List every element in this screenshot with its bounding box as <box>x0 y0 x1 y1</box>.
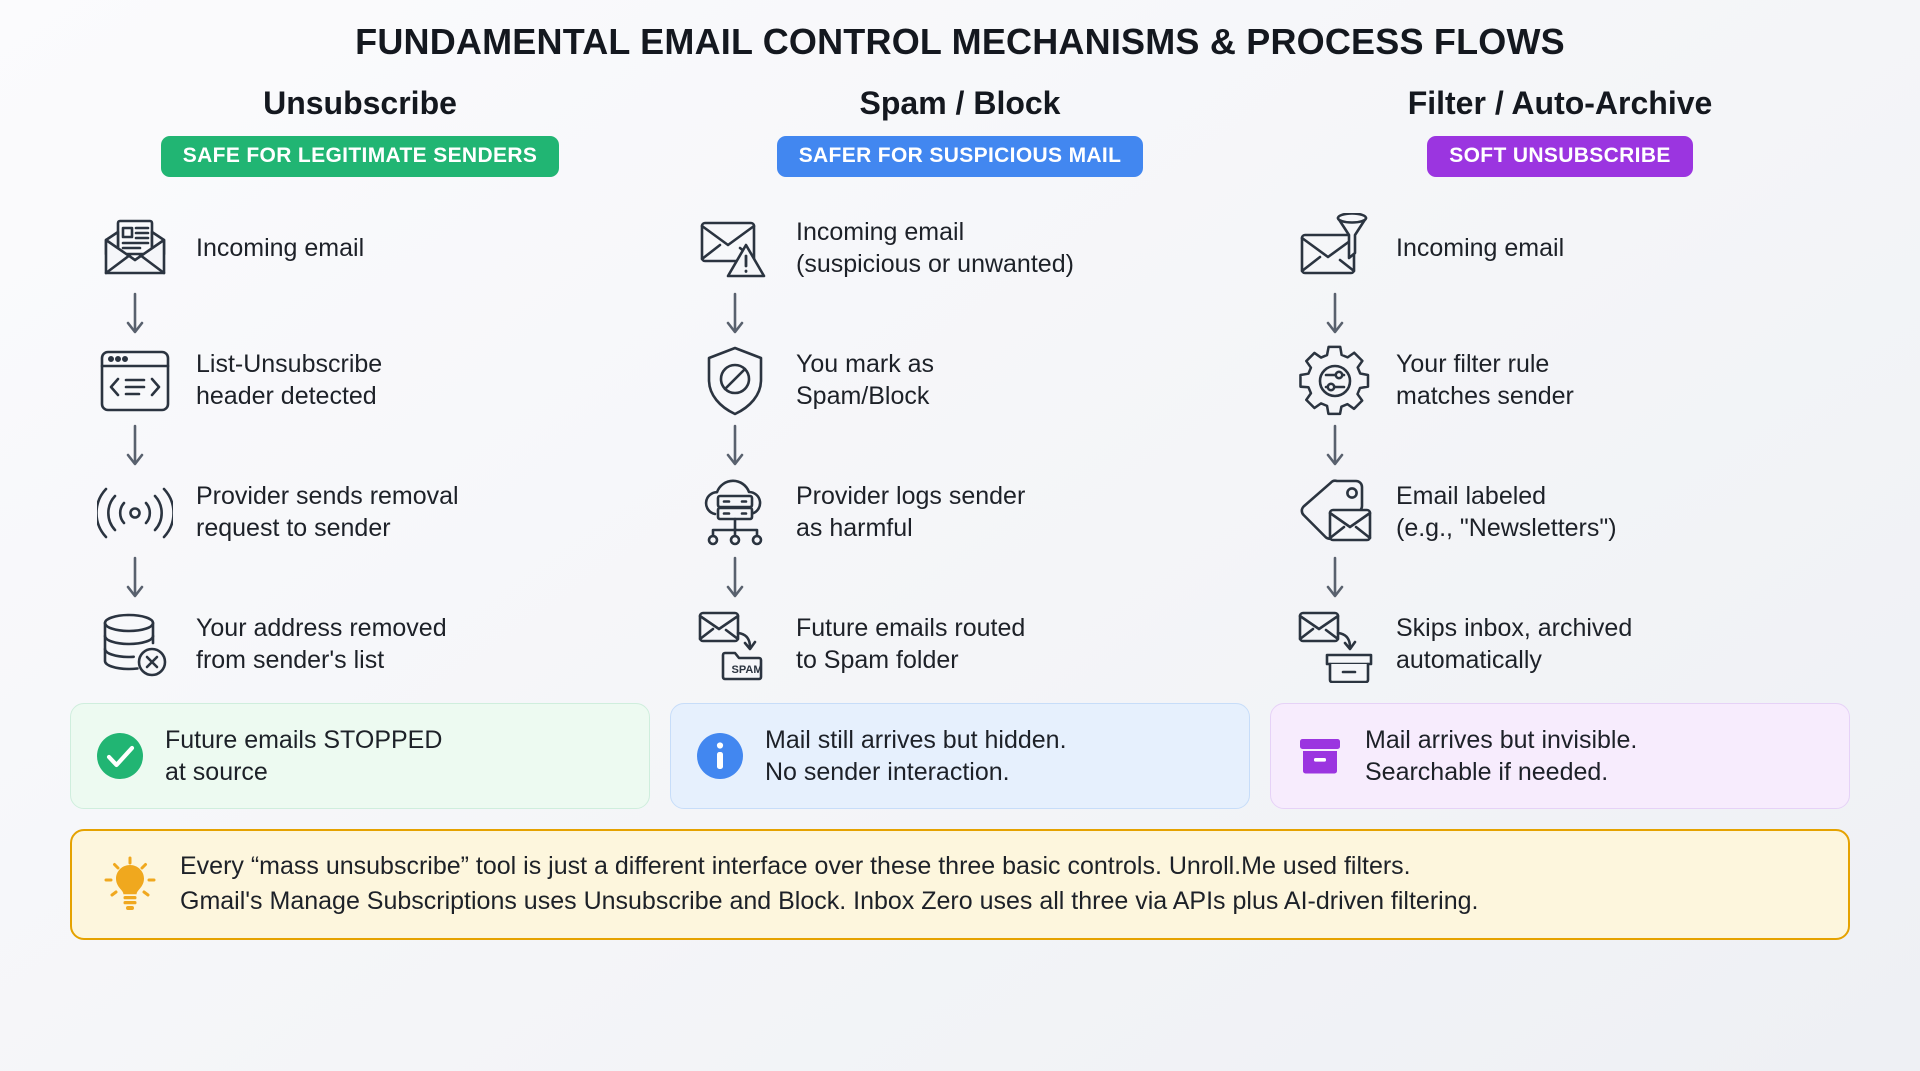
step-label: Incoming email <box>196 234 365 263</box>
step-item: List-Unsubscribe header detected <box>96 339 650 423</box>
flow-arrow-down-icon <box>696 555 774 603</box>
step-label: Provider logs sender as harmful <box>796 482 1026 542</box>
envelope-funnel-icon <box>1296 210 1374 288</box>
flow-arrow-down-icon <box>96 291 174 339</box>
flow-arrow-down-icon <box>696 423 774 471</box>
step-item: Your address removed from sender's list <box>96 603 650 687</box>
step-item: Incoming email (suspicious or unwanted) <box>696 207 1250 291</box>
badge-safer-for-suspicious-mail: SAFER FOR SUSPICIOUS MAIL <box>776 135 1144 177</box>
archive-box-icon <box>1295 731 1345 781</box>
outcome-label: Mail arrives but invisible. Searchable i… <box>1365 725 1638 786</box>
step-item: Email labeled (e.g., "Newsletters") <box>1296 471 1850 555</box>
step-label: Email labeled (e.g., "Newsletters") <box>1396 482 1617 542</box>
badge-row: SOFT UNSUBSCRIBE <box>1270 135 1850 177</box>
page-title: FUNDAMENTAL EMAIL CONTROL MECHANISMS & P… <box>355 21 1565 62</box>
footer-label: Every “mass unsubscribe” tool is just a … <box>180 851 1479 916</box>
outcome-filter-archive: Mail arrives but invisible. Searchable i… <box>1270 702 1850 809</box>
badge-row: SAFE FOR LEGITIMATE SENDERS <box>70 135 650 177</box>
footer-note: Every “mass unsubscribe” tool is just a … <box>70 828 1850 940</box>
step-label: You mark as Spam/Block <box>796 350 935 410</box>
step-item: SPAM Future emails routed to Spam folder <box>696 603 1250 687</box>
envelope-warning-icon <box>696 210 774 288</box>
flow-columns: Unsubscribe SAFE FOR LEGITIMATE SENDERS <box>60 85 1860 687</box>
step-item: Incoming email <box>1296 207 1850 291</box>
step-label: Incoming email <box>1396 234 1565 263</box>
gear-sliders-icon <box>1296 342 1374 420</box>
step-item: Provider sends removal request to sender <box>96 471 650 555</box>
step-label: List-Unsubscribe header detected <box>196 350 383 410</box>
step-list: Incoming email <box>70 207 650 687</box>
column-heading: Unsubscribe <box>263 85 457 122</box>
step-label: Your filter rule matches sender <box>1396 350 1574 410</box>
lightbulb-icon <box>102 856 158 912</box>
spam-folder-label: SPAM <box>732 664 763 676</box>
envelope-to-spam-folder-icon: SPAM <box>696 606 774 684</box>
badge-soft-unsubscribe: SOFT UNSUBSCRIBE <box>1427 135 1693 177</box>
step-item: Provider logs sender as harmful <box>696 471 1250 555</box>
outcome-unsubscribe: Future emails STOPPED at source <box>70 702 650 809</box>
cloud-server-icon <box>696 474 774 552</box>
flow-arrow-down-icon <box>696 291 774 339</box>
flow-arrow-down-icon <box>96 555 174 603</box>
outcome-callouts: Future emails STOPPED at source Mail sti… <box>60 702 1860 809</box>
flow-arrow-down-icon <box>1296 423 1374 471</box>
column-heading: Filter / Auto-Archive <box>1407 85 1713 122</box>
column-heading: Spam / Block <box>859 85 1061 122</box>
step-label: Incoming email (suspicious or unwanted) <box>796 218 1074 278</box>
column-spam-block: Spam / Block SAFER FOR SUSPICIOUS MAIL <box>670 85 1250 687</box>
step-item: Incoming email <box>96 207 650 291</box>
step-item: Your filter rule matches sender <box>1296 339 1850 423</box>
step-label: Future emails routed to Spam folder <box>796 614 1026 674</box>
step-label: Skips inbox, archived automatically <box>1396 614 1633 674</box>
tag-envelope-icon <box>1296 474 1374 552</box>
outcome-label: Future emails STOPPED at source <box>165 725 443 786</box>
step-list: Incoming email (suspicious or unwanted) <box>670 207 1250 687</box>
flow-arrow-down-icon <box>1296 555 1374 603</box>
badge-row: SAFER FOR SUSPICIOUS MAIL <box>670 135 1250 177</box>
flow-arrow-down-icon <box>1296 291 1374 339</box>
step-list: Incoming email <box>1270 207 1850 687</box>
step-item: You mark as Spam/Block <box>696 339 1250 423</box>
code-window-icon <box>96 342 174 420</box>
outcome-spam-block: Mail still arrives but hidden. No sender… <box>670 702 1250 809</box>
badge-safe-for-legitimate-senders: SAFE FOR LEGITIMATE SENDERS <box>160 135 560 177</box>
broadcast-signal-icon <box>96 474 174 552</box>
shield-ban-icon <box>696 342 774 420</box>
newsletter-envelope-icon <box>96 210 174 288</box>
check-circle-icon <box>95 731 145 781</box>
info-circle-icon <box>695 731 745 781</box>
column-filter-auto-archive: Filter / Auto-Archive SOFT UNSUBSCRIBE <box>1270 85 1850 687</box>
database-remove-icon <box>96 606 174 684</box>
outcome-label: Mail still arrives but hidden. No sender… <box>765 725 1067 786</box>
flow-arrow-down-icon <box>96 423 174 471</box>
envelope-to-archive-icon <box>1296 606 1374 684</box>
step-label: Provider sends removal request to sender <box>196 482 459 542</box>
step-item: Skips inbox, archived automatically <box>1296 603 1850 687</box>
step-label: Your address removed from sender's list <box>196 614 447 674</box>
column-unsubscribe: Unsubscribe SAFE FOR LEGITIMATE SENDERS <box>70 85 650 687</box>
